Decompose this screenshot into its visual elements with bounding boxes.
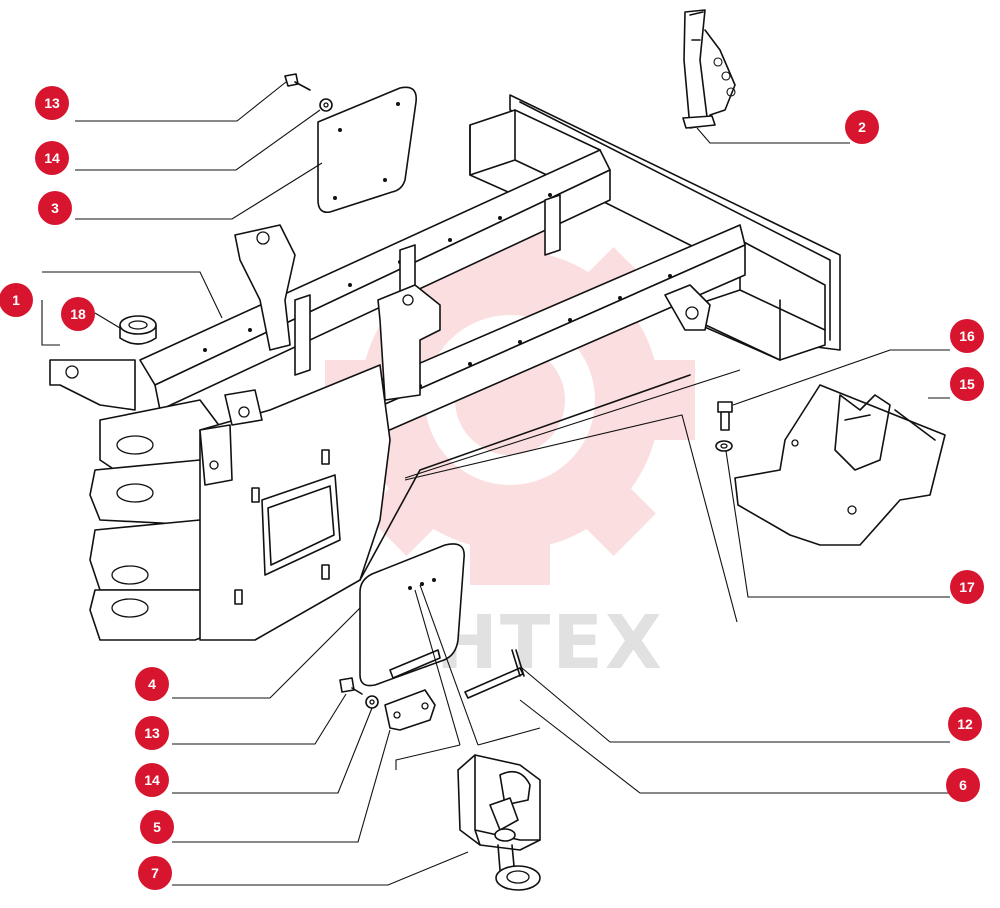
main-frame xyxy=(49,94,841,641)
svg-text:14: 14 xyxy=(144,772,160,788)
bushing-icon xyxy=(119,315,157,345)
callout-18[interactable]: 18 xyxy=(61,297,95,331)
svg-text:4: 4 xyxy=(148,676,156,692)
callout-1[interactable]: 1 xyxy=(0,283,33,317)
callout-13-bottom[interactable]: 13 xyxy=(135,716,169,750)
bolt-top-icon xyxy=(284,73,311,91)
svg-text:3: 3 xyxy=(51,200,59,216)
callout-13-top[interactable]: 13 xyxy=(35,86,69,120)
callout-5[interactable]: 5 xyxy=(140,810,174,844)
cover-plate-top xyxy=(317,86,417,214)
yoke-holes xyxy=(111,435,154,618)
svg-text:15: 15 xyxy=(959,376,975,392)
callout-7[interactable]: 7 xyxy=(138,856,172,890)
svg-text:2: 2 xyxy=(858,119,866,135)
callout-4[interactable]: 4 xyxy=(135,667,169,701)
svg-text:18: 18 xyxy=(70,306,86,322)
svg-text:13: 13 xyxy=(44,95,60,111)
svg-text:12: 12 xyxy=(957,716,973,732)
svg-text:5: 5 xyxy=(153,819,161,835)
svg-text:14: 14 xyxy=(44,150,60,166)
bolt-bottom-icon xyxy=(339,677,363,695)
callout-6[interactable]: 6 xyxy=(946,768,980,802)
leader-lines xyxy=(41,81,950,886)
callout-3[interactable]: 3 xyxy=(38,191,72,225)
svg-text:13: 13 xyxy=(144,725,160,741)
svg-text:6: 6 xyxy=(959,777,967,793)
callout-14-top[interactable]: 14 xyxy=(35,141,69,175)
svg-text:1: 1 xyxy=(12,292,20,308)
callout-16[interactable]: 16 xyxy=(950,319,984,353)
bolt-16-icon xyxy=(717,401,733,431)
callout-2[interactable]: 2 xyxy=(845,110,879,144)
callout-14-bottom[interactable]: 14 xyxy=(135,763,169,797)
bracket-plate-15 xyxy=(734,384,946,546)
callout-17[interactable]: 17 xyxy=(950,570,984,604)
hinge-bracket-5 xyxy=(384,649,441,731)
svg-text:7: 7 xyxy=(151,865,159,881)
svg-text:17: 17 xyxy=(959,579,975,595)
socket-7 xyxy=(457,754,541,891)
cotter-pin-12 xyxy=(511,649,525,677)
svg-text:16: 16 xyxy=(959,328,975,344)
callout-15[interactable]: 15 xyxy=(950,367,984,401)
pin-with-chain xyxy=(682,9,736,129)
callouts: 13 14 3 1 18 2 16 15 xyxy=(0,86,984,890)
callout-12[interactable]: 12 xyxy=(948,707,982,741)
